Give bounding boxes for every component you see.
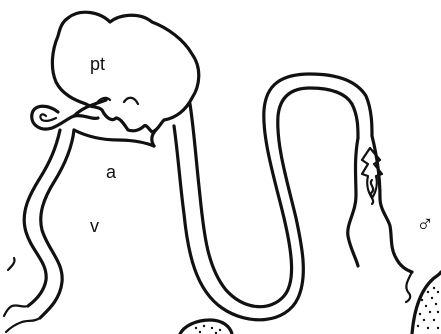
label-pt: pt xyxy=(90,54,105,74)
penis-wavy-end xyxy=(406,272,412,302)
prostate-inner-fold-2 xyxy=(124,98,138,104)
penis-sheath-inner xyxy=(348,138,358,266)
atrium-outline xyxy=(74,130,154,146)
curled-duct-inner xyxy=(40,114,56,120)
bottom-stippled-dots xyxy=(195,325,221,334)
label-a: a xyxy=(106,162,117,182)
stippled-structure-dots xyxy=(417,287,439,329)
bottom-stippled-outline xyxy=(180,320,232,334)
vas-end-wavy-1 xyxy=(4,305,28,316)
vas-deferens-inner xyxy=(40,130,74,318)
vas-end-wavy-3 xyxy=(8,258,15,270)
label-v: v xyxy=(90,216,99,236)
vas-end-wavy-2 xyxy=(6,318,40,332)
atrium-lower-outline xyxy=(152,130,156,146)
curled-duct xyxy=(32,106,98,129)
label-male-symbol: ♂ xyxy=(416,211,434,238)
stylet-wavy-line xyxy=(371,180,373,204)
main-duct-outer xyxy=(190,74,372,307)
